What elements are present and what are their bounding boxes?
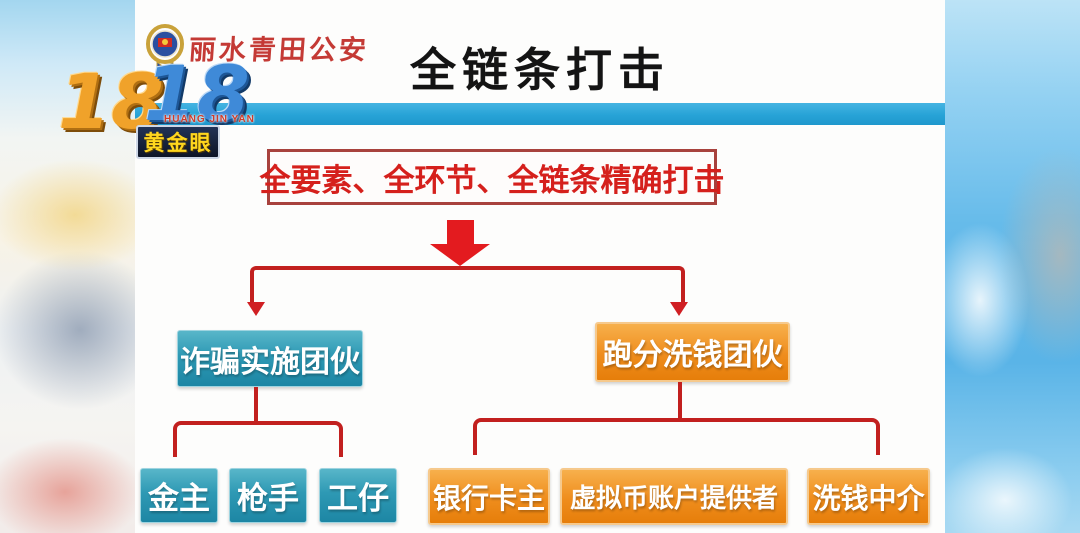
node-gunman: 枪手: [229, 468, 307, 523]
node-crypto-account-provider: 虚拟币账户提供者: [560, 468, 788, 525]
node-label: 枪手: [237, 481, 299, 516]
presentation-slide: 丽水青田公安 全链条打击 全要素、全环节、全链条精确打击 诈骗实施团伙 跑分洗钱…: [135, 0, 945, 533]
node-laundering-agent: 洗钱中介: [807, 468, 930, 525]
node-label: 跑分洗钱团伙: [602, 339, 783, 372]
left-group-bracket-line: [173, 421, 343, 457]
police-badge-icon: [146, 24, 184, 73]
branch-connector: [247, 266, 688, 316]
node-worker: 工仔: [319, 468, 397, 523]
logo-18-blue: 18: [144, 49, 250, 138]
logo-name-text: 黄金眼: [143, 132, 213, 155]
left-group-stem-line: [254, 387, 258, 421]
strategy-text: 全要素、全环节、全链条精确打击: [259, 162, 725, 198]
header-divider-bar: [135, 103, 945, 125]
node-label: 虚拟币账户提供者: [569, 483, 778, 513]
node-fraud-gang: 诈骗实施团伙: [177, 330, 363, 387]
node-label: 金主: [148, 481, 210, 516]
node-label: 洗钱中介: [812, 482, 925, 514]
node-label: 银行卡主: [432, 482, 545, 514]
big-down-arrowhead-icon: [430, 244, 490, 266]
node-label: 诈骗实施团伙: [180, 345, 360, 379]
down-arrowhead-icon: [247, 302, 265, 316]
right-group-bracket-line: [473, 418, 880, 455]
big-down-arrow: [447, 220, 474, 245]
background-blur-right: [945, 0, 1080, 533]
background-blur-left: [0, 0, 135, 533]
node-financier: 金主: [140, 468, 218, 523]
slide-title: 全链条打击: [410, 44, 670, 96]
node-label: 工仔: [327, 481, 389, 516]
right-group-stem-line: [678, 382, 682, 418]
down-arrowhead-icon: [670, 302, 688, 316]
node-bank-card-owner: 银行卡主: [428, 468, 550, 525]
logo-name-badge: 黄金眼: [136, 125, 220, 159]
node-laundering-gang: 跑分洗钱团伙: [595, 322, 790, 382]
channel-watermark-1818: 18 18 HUANG JIN YAN 黄金眼: [52, 56, 262, 166]
strategy-box: 全要素、全环节、全链条精确打击: [260, 149, 725, 205]
logo-pinyin-text: HUANG JIN YAN: [164, 114, 255, 125]
